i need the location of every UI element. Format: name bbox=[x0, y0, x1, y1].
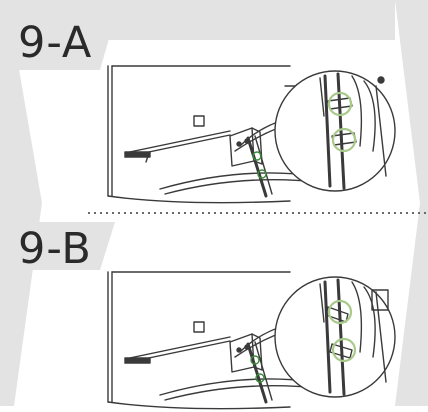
zoom-circle bbox=[274, 276, 396, 398]
circle-highlight-icon bbox=[327, 91, 353, 117]
label-a-backdrop bbox=[0, 0, 120, 70]
figure-9b bbox=[107, 271, 396, 410]
step-label-9b: 9-B bbox=[18, 224, 92, 274]
right-chevron-arrow-edge bbox=[395, 0, 428, 406]
circle-highlight-icon bbox=[331, 127, 357, 153]
circle-highlight-icon bbox=[331, 337, 357, 363]
zoom-circle bbox=[274, 70, 396, 192]
label-b-backdrop bbox=[0, 222, 115, 270]
figure-9a bbox=[107, 65, 396, 204]
circle-highlight-icon bbox=[327, 299, 353, 325]
step-label-9a: 9-A bbox=[18, 18, 93, 68]
